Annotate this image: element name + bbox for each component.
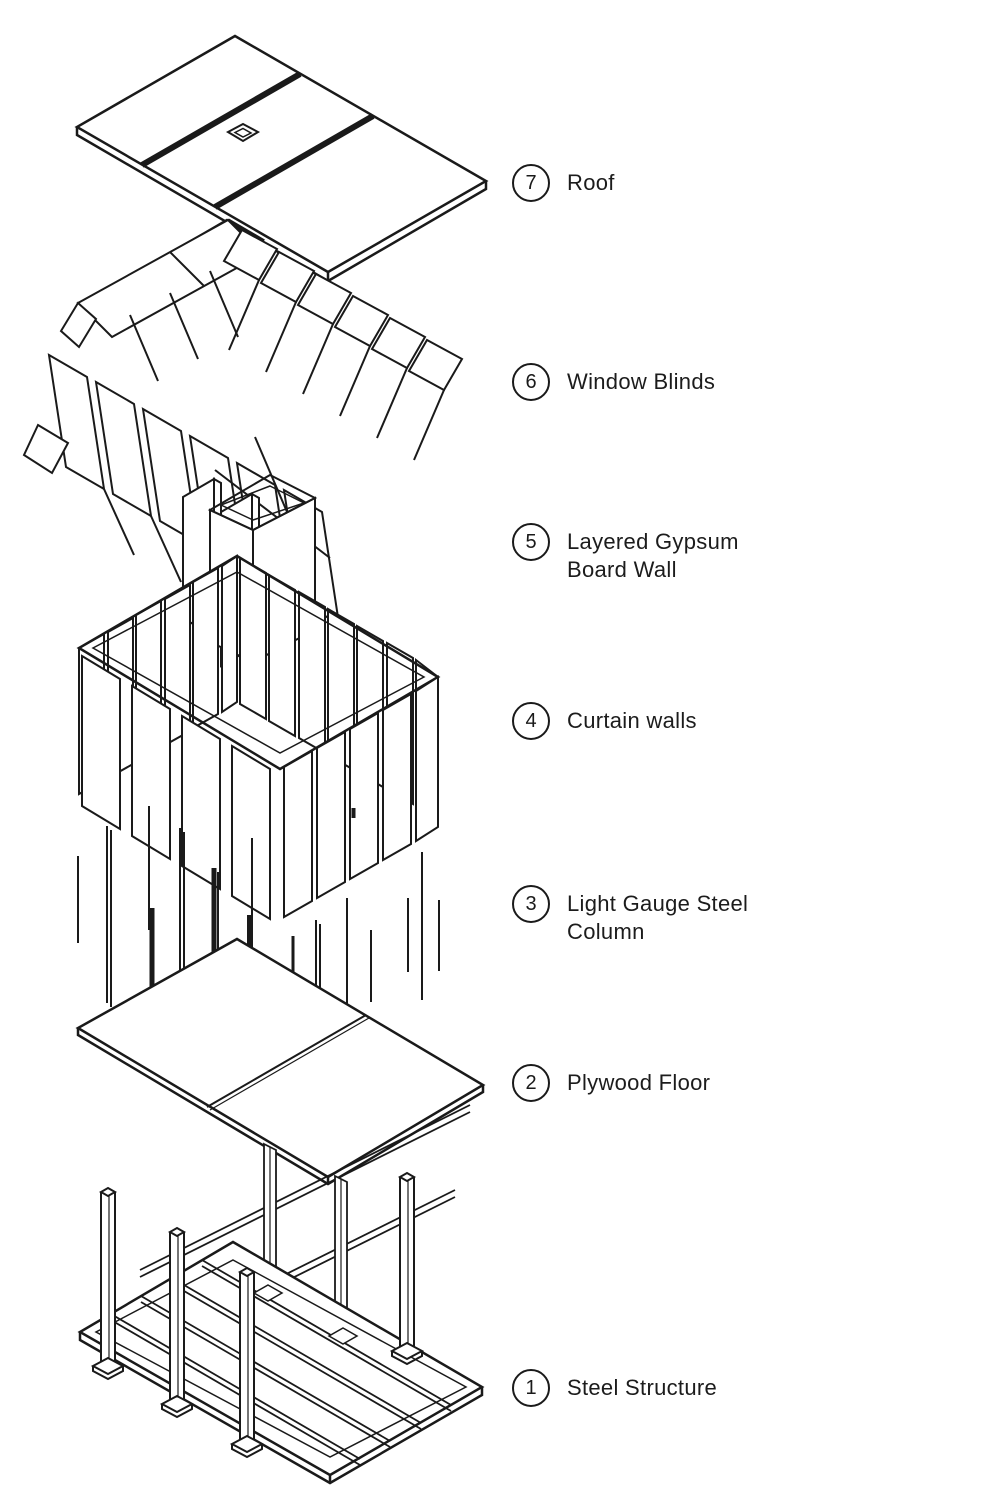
door-handle-mark bbox=[351, 808, 356, 818]
legend-number-6: 6 bbox=[512, 363, 550, 401]
roof-drawing bbox=[74, 34, 489, 283]
legend-item-curtain-walls: 4 Curtain walls bbox=[512, 702, 697, 740]
legend-item-steel-structure: 1 Steel Structure bbox=[512, 1369, 717, 1407]
steel-structure-drawing bbox=[77, 1104, 485, 1485]
legend-label-window-blinds: Window Blinds bbox=[567, 369, 716, 394]
legend-item-window-blinds: 6 Window Blinds bbox=[512, 363, 715, 401]
legend-number-3: 3 bbox=[512, 885, 550, 923]
legend-number-7: 7 bbox=[512, 164, 550, 202]
legend-label-roof: Roof bbox=[567, 170, 615, 195]
legend-label-steel-structure: Steel Structure bbox=[567, 1375, 718, 1400]
legend-number-5: 5 bbox=[512, 523, 550, 561]
legend-item-plywood-floor: 2 Plywood Floor bbox=[512, 1064, 710, 1102]
legend-label-plywood-floor: Plywood Floor bbox=[567, 1070, 711, 1095]
legend-label-curtain-walls: Curtain walls bbox=[567, 708, 697, 733]
legend-number-1: 1 bbox=[512, 1369, 550, 1407]
legend-item-roof: 7 Roof bbox=[512, 164, 615, 202]
legend-number-4: 4 bbox=[512, 702, 550, 740]
curtain-walls-drawing bbox=[76, 554, 441, 921]
legend-number-2: 2 bbox=[512, 1064, 550, 1102]
